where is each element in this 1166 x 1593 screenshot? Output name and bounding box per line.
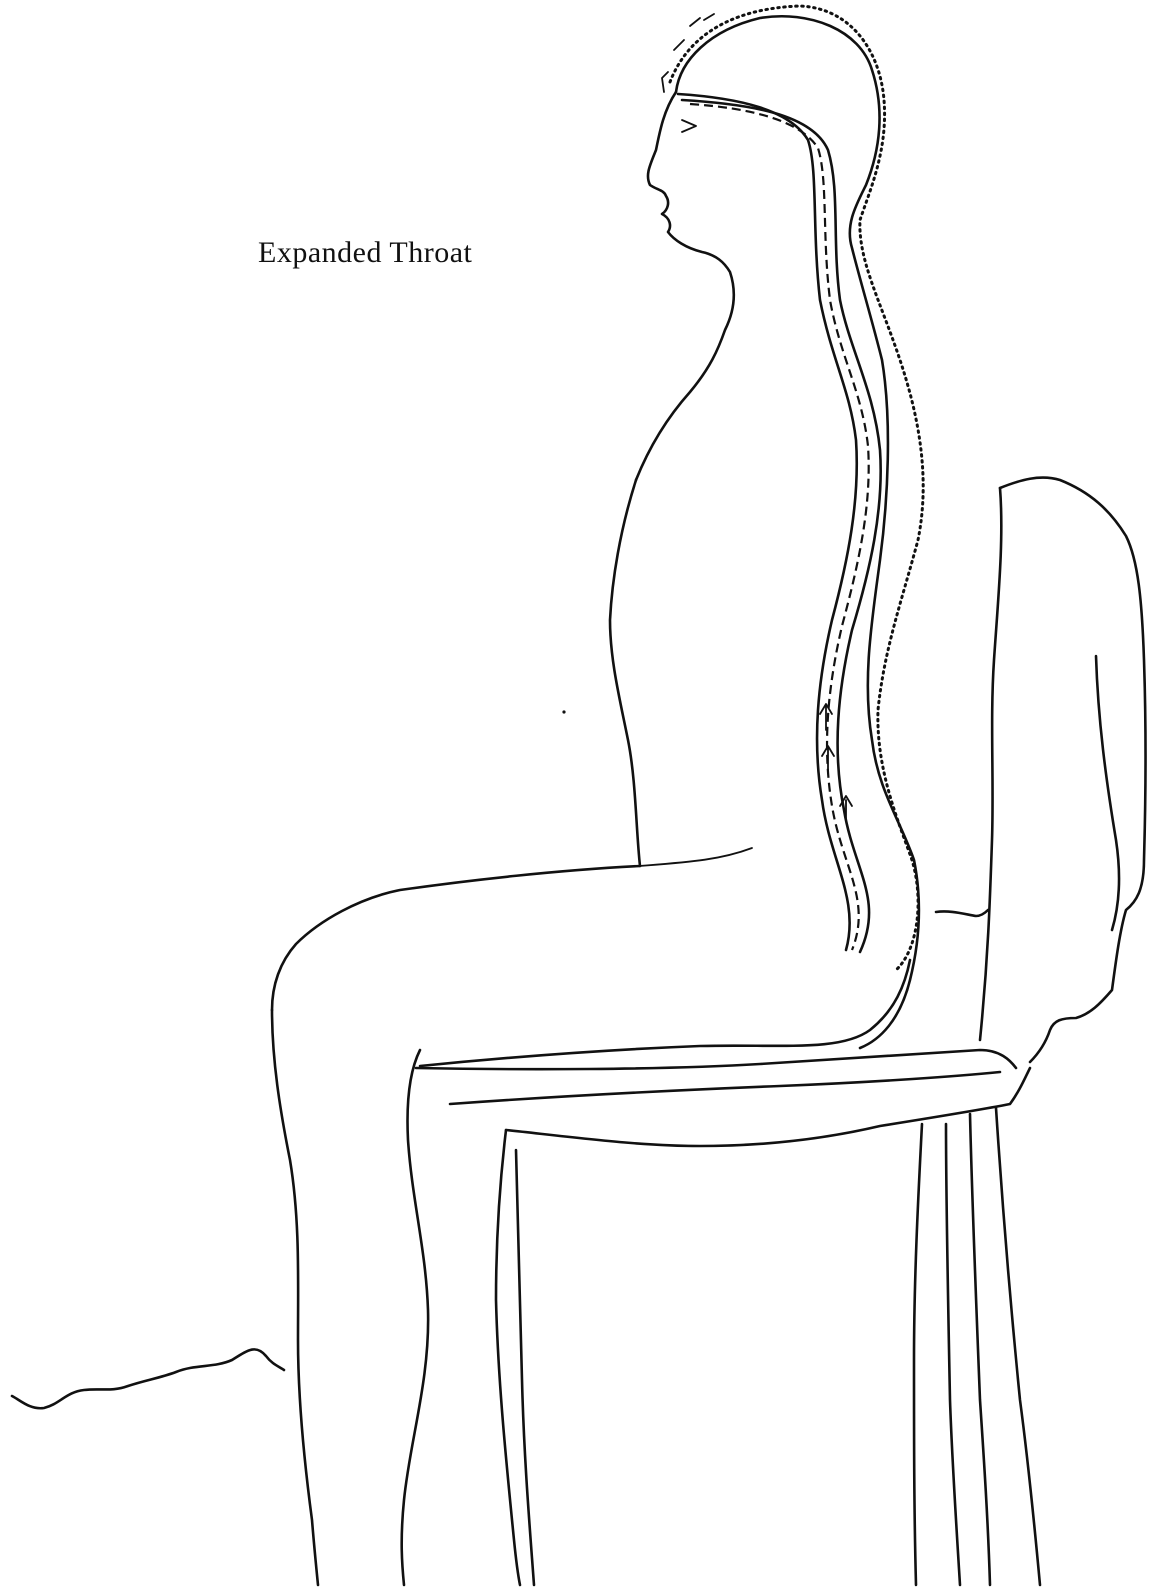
chair-seat-underside <box>506 1068 1030 1146</box>
torso-front-outline <box>610 480 640 866</box>
chair-back-front-edge <box>980 488 1001 1040</box>
chair-rear-leg-3 <box>970 1114 990 1585</box>
thigh-underside-outline <box>420 960 910 1066</box>
upward-arrow-icon <box>820 704 832 730</box>
chair-rear-leg-1 <box>914 1124 922 1585</box>
cranium-outline <box>676 16 919 1048</box>
front-shin-outline <box>272 1010 318 1585</box>
chair-seat-top <box>416 1050 1016 1069</box>
thigh-top-outline <box>272 866 640 1010</box>
hip-crease <box>640 848 752 866</box>
chair-back-inner-line <box>1096 656 1119 930</box>
head-outline <box>636 92 734 480</box>
stray-dot <box>562 710 565 713</box>
chair-rear-leg-2 <box>946 1124 960 1585</box>
chair-rear-leg-4 <box>996 1108 1040 1585</box>
figure-caption: Expanded Throat <box>258 236 472 270</box>
eye-mark <box>682 120 696 132</box>
chair-seat-edge <box>450 1072 1000 1104</box>
chair-back-outline <box>1000 478 1146 1062</box>
back-calf-outline <box>402 1050 428 1585</box>
upward-arrow-icon <box>822 746 834 770</box>
seat-backrest-joint <box>936 910 988 916</box>
energy-flow-dotted-line <box>670 6 923 970</box>
energy-flow-dashed-line <box>690 104 869 950</box>
chair-front-leg-right <box>516 1150 534 1585</box>
spine-channel-left-rail <box>678 94 857 950</box>
ground-line <box>12 1349 284 1408</box>
